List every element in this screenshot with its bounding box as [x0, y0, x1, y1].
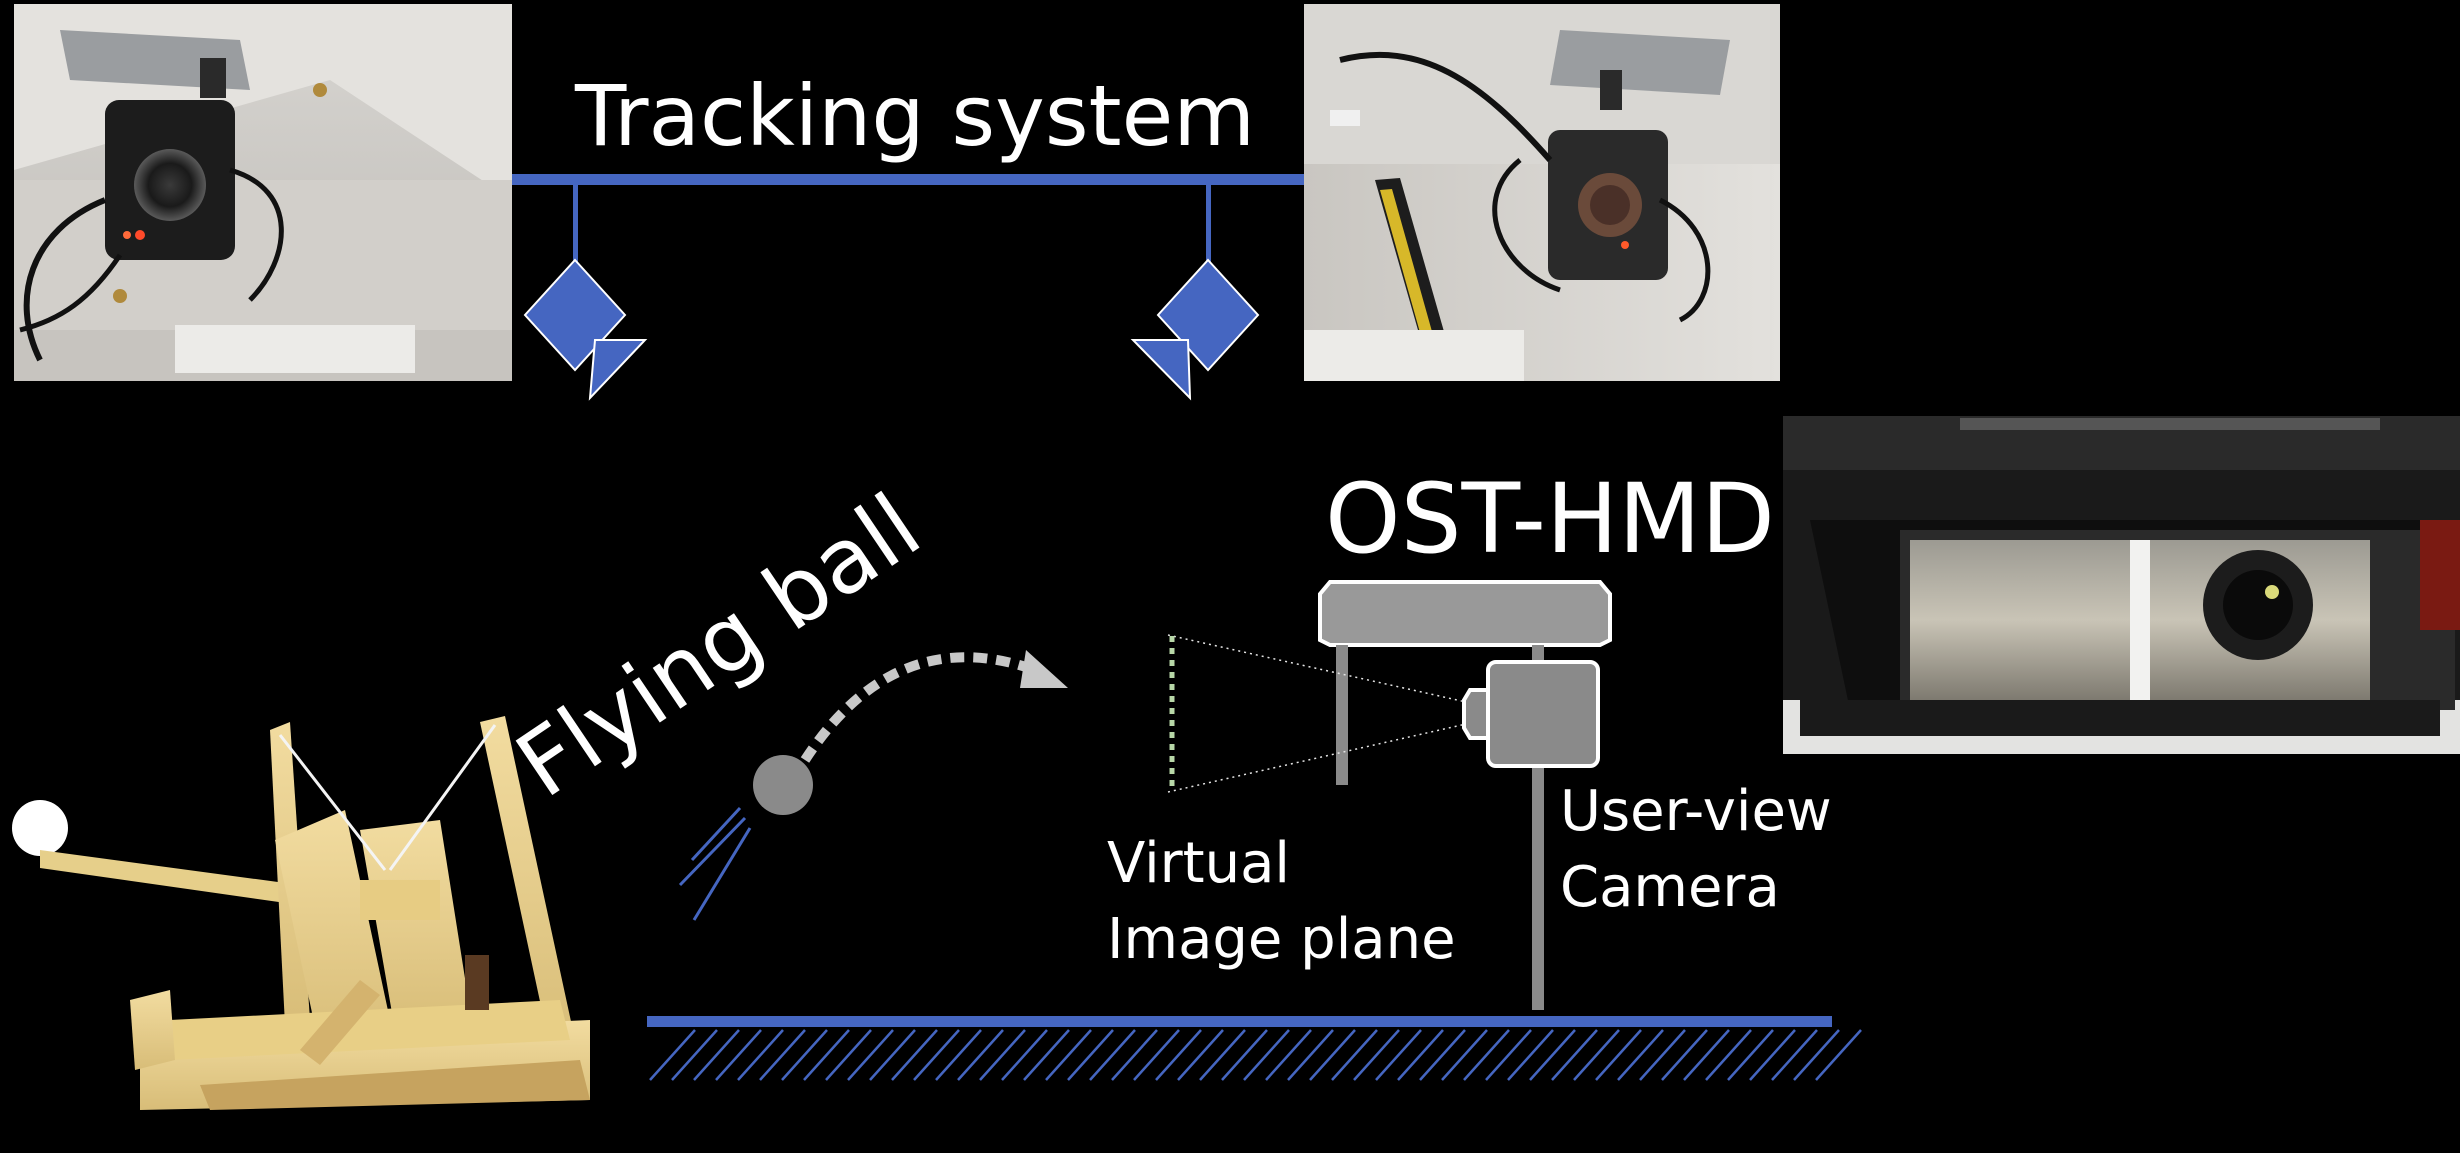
ground-hatch-line: [979, 1029, 1026, 1081]
tracking-camera-icon: [523, 258, 648, 401]
ground-hatch-line: [1177, 1029, 1224, 1081]
ground-hatch-line: [1397, 1029, 1444, 1081]
tracking-camera-photo-left: [14, 4, 512, 381]
ground-hatch-line: [957, 1029, 1004, 1081]
ground-hatch-line: [1815, 1029, 1862, 1081]
trajectory-arrowhead: [1020, 650, 1068, 688]
tracking-system-label: Tracking system: [574, 67, 1255, 165]
ground-hatch-line: [1441, 1029, 1488, 1081]
ground-hatch-line: [715, 1029, 762, 1081]
ground-hatch-line: [1265, 1029, 1312, 1081]
ground-hatch-line: [1133, 1029, 1180, 1081]
ball-icon: [753, 755, 813, 815]
ground-hatch-line: [1705, 1029, 1752, 1081]
ground-hatch-line: [1661, 1029, 1708, 1081]
user-view-camera-label-line2: Camera: [1560, 855, 1780, 920]
ground-hatch-line: [1067, 1029, 1114, 1081]
ground-hatch-line: [649, 1029, 696, 1081]
ground-hatch-line: [1419, 1029, 1466, 1081]
ground-hatch-line: [671, 1029, 718, 1081]
ground-hatch-line: [1595, 1029, 1642, 1081]
ground-hatch-line: [1221, 1029, 1268, 1081]
user-view-camera-label-line1: User-view: [1560, 779, 1832, 844]
ball-trajectory: [800, 652, 1037, 763]
ground-hatch-line: [1331, 1029, 1378, 1081]
flying-ball-label: Flying ball: [499, 474, 939, 818]
tracking-rail: [512, 174, 1304, 277]
ground-hatch-line: [759, 1029, 806, 1081]
ground-hatch-line: [1243, 1029, 1290, 1081]
ground-hatch-line: [803, 1029, 850, 1081]
ost-hmd-label: OST-HMD: [1325, 463, 1775, 575]
virtual-image-plane-label-line2: Image plane: [1107, 907, 1456, 972]
ground-hatch-line: [1529, 1029, 1576, 1081]
ground-hatch-line: [1507, 1029, 1554, 1081]
ground-hatch-line: [1353, 1029, 1400, 1081]
ground-hatch-line: [1617, 1029, 1664, 1081]
user-view-camera-icon: [1462, 660, 1600, 768]
ground-hatch-line: [1573, 1029, 1620, 1081]
ground-hatch-line: [1089, 1029, 1136, 1081]
ground: [647, 1016, 1862, 1081]
ground-hatch-line: [1199, 1029, 1246, 1081]
ground-hatch-line: [847, 1029, 894, 1081]
ground-hatch-line: [1111, 1029, 1158, 1081]
ground-hatch-line: [1287, 1029, 1334, 1081]
ground-hatch-line: [869, 1029, 916, 1081]
motion-lines: [678, 806, 752, 921]
ground-hatch-line: [891, 1029, 938, 1081]
view-frustum: [1167, 634, 1467, 793]
ground-hatch-line: [737, 1029, 784, 1081]
virtual-image-plane-label-line1: Virtual: [1107, 831, 1290, 896]
ground-hatch-line: [1375, 1029, 1422, 1081]
ground-hatch-line: [1749, 1029, 1796, 1081]
ground-hatch-line: [1551, 1029, 1598, 1081]
ground-hatch-line: [1309, 1029, 1356, 1081]
tracking-camera-photo-right: [1304, 4, 1780, 381]
ground-hatch-line: [1485, 1029, 1532, 1081]
ground-hatch-line: [935, 1029, 982, 1081]
ost-hmd-photo: [1783, 416, 2460, 754]
ground-hatch-line: [693, 1029, 740, 1081]
ground-hatch-line: [1639, 1029, 1686, 1081]
ground-hatch-line: [781, 1029, 828, 1081]
ground-hatch-line: [1045, 1029, 1092, 1081]
ground-hatch-line: [825, 1029, 872, 1081]
tracking-camera-icon: [1130, 258, 1260, 401]
ground-hatch-line: [1727, 1029, 1774, 1081]
ground-hatch-line: [1155, 1029, 1202, 1081]
ground-hatch-line: [1683, 1029, 1730, 1081]
ground-hatch-line: [1793, 1029, 1840, 1081]
catapult-icon: [12, 716, 590, 1110]
ground-hatch-line: [1001, 1029, 1048, 1081]
ground-hatch-line: [1463, 1029, 1510, 1081]
ground-hatch-line: [913, 1029, 960, 1081]
ground-hatch-line: [1771, 1029, 1818, 1081]
ground-hatch-line: [1023, 1029, 1070, 1081]
